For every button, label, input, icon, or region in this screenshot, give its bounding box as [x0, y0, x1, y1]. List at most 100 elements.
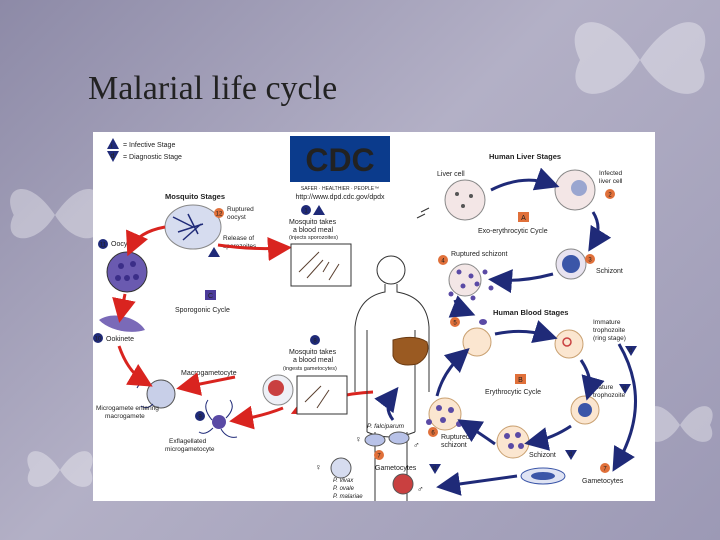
life-cycle-diagram: i = Infective Stage d = Diagnostic Stage…	[93, 132, 655, 501]
svg-text:d: d	[569, 452, 572, 458]
butterfly-icon	[27, 451, 93, 487]
svg-text:(injects sporozoites): (injects sporozoites)	[289, 235, 338, 241]
svg-text:Exflagellated: Exflagellated	[169, 438, 207, 445]
svg-text:P. ovale: P. ovale	[333, 486, 355, 492]
svg-text:10: 10	[95, 337, 102, 343]
svg-text:SAFER · HEALTHIER · PEOPLE™: SAFER · HEALTHIER · PEOPLE™	[301, 186, 379, 192]
erythro-arrows	[374, 320, 637, 496]
cdc-logo: CDC SAFER · HEALTHIER · PEOPLE™ http://w…	[290, 136, 390, 201]
oocyst: 11 Oocyst	[98, 239, 148, 293]
liver-schizont: 3 Schizont	[555, 248, 623, 280]
sporogonic-cycle-label: Sporogonic Cycle	[175, 307, 230, 314]
liver-stages-title: Human Liver Stages	[489, 152, 561, 161]
svg-text:1: 1	[304, 209, 308, 215]
butterfly-icon	[574, 22, 706, 94]
svg-text:Mature: Mature	[593, 384, 614, 391]
svg-text:d: d	[111, 153, 115, 160]
svg-text:4: 4	[441, 259, 445, 265]
svg-text:9: 9	[198, 415, 202, 421]
svg-text:12: 12	[216, 212, 223, 218]
svg-text:Microgamete entering: Microgamete entering	[96, 405, 159, 412]
svg-text:i: i	[111, 143, 113, 150]
svg-text:P. vivax: P. vivax	[333, 478, 354, 484]
svg-text:(ingests gametocytes): (ingests gametocytes)	[283, 366, 337, 372]
gametocytes-blood: 7 Gametocytes	[520, 463, 624, 485]
svg-text:Mosquito takes: Mosquito takes	[289, 349, 337, 356]
legend-diagnostic: = Diagnostic Stage	[123, 154, 182, 161]
svg-text:schizont: schizont	[441, 442, 467, 449]
blood-meal-inject: 1 Mosquito takes a blood meal (injects s…	[289, 205, 352, 287]
gametocytes-species: P. falciparum ♀ ♂ 7 Gametocytes d ♀ ♂ P.…	[315, 423, 441, 500]
svg-text:macrogamete: macrogamete	[105, 413, 145, 420]
svg-text:d: d	[433, 466, 436, 472]
svg-text:2: 2	[608, 193, 612, 199]
svg-text:Release of: Release of	[223, 235, 254, 242]
svg-text:trophozoite: trophozoite	[593, 327, 626, 334]
svg-text:Gametocytes: Gametocytes	[375, 465, 417, 472]
svg-text:Immature: Immature	[593, 319, 621, 326]
infected-liver-cell: Infected liver cell 2	[554, 169, 623, 211]
svg-text:Gametocytes: Gametocytes	[582, 478, 624, 485]
svg-text:5: 5	[453, 321, 457, 327]
svg-text:Ruptured: Ruptured	[227, 206, 254, 213]
microgamete-entering: Microgamete entering macrogamete 9	[96, 379, 205, 421]
svg-text:Mosquito takes: Mosquito takes	[289, 219, 337, 226]
infective-marker-icon	[107, 138, 119, 149]
svg-text:11: 11	[100, 243, 107, 249]
svg-text:♀: ♀	[315, 462, 322, 472]
svg-text:Ruptured schizont: Ruptured schizont	[451, 251, 507, 258]
slide-title: Malarial life cycle	[88, 70, 338, 107]
exflagellated-microgametocyte: Exflagellated microgametocyte	[165, 399, 238, 453]
macrogametocyte: Macrogametocyte	[181, 370, 294, 406]
blood-meal-ingest: 8 Mosquito takes a blood meal (ingests g…	[283, 335, 348, 415]
svg-text:♂: ♂	[413, 440, 420, 450]
blood-schizont: Schizont d	[496, 425, 577, 460]
svg-text:8: 8	[313, 339, 317, 345]
svg-text:Macrogametocyte: Macrogametocyte	[181, 370, 237, 377]
svg-text:microgametocyte: microgametocyte	[165, 446, 215, 453]
svg-text:liver cell: liver cell	[599, 178, 623, 185]
svg-text:B: B	[518, 377, 523, 384]
svg-text:Schizont: Schizont	[596, 268, 623, 275]
ookinete: 10 Ookinete	[93, 315, 145, 343]
svg-text:CDC: CDC	[305, 142, 374, 178]
svg-text:a blood meal: a blood meal	[293, 357, 334, 364]
svg-text:P. falciparum: P. falciparum	[367, 423, 405, 430]
svg-text:♂: ♂	[417, 484, 424, 494]
svg-text:d: d	[629, 348, 632, 354]
liver-arrows	[448, 167, 612, 318]
butterfly-icon	[10, 188, 100, 239]
step-5-badge: 5	[450, 317, 492, 357]
svg-text:3: 3	[588, 258, 592, 264]
svg-text:C: C	[208, 293, 213, 300]
mature-trophozoite: Mature trophozoite d	[570, 384, 631, 425]
ruptured-schizont-liver: 4 Ruptured schizont	[438, 251, 507, 301]
svg-text:oocyst: oocyst	[227, 214, 246, 221]
immature-trophozoite: Immature trophozoite (ring stage) d	[554, 319, 637, 359]
cdc-url: http://www.dpd.cdc.gov/dpdx	[295, 194, 385, 201]
svg-text:6: 6	[431, 431, 435, 437]
erythro-cycle-label: Erythrocytic Cycle	[485, 389, 541, 396]
liver-cell-label: Liver cell	[437, 171, 465, 178]
legend-infective: = Infective Stage	[123, 142, 175, 149]
svg-text:a blood meal: a blood meal	[293, 227, 334, 234]
svg-text:Infected: Infected	[599, 170, 623, 177]
svg-text:(ring stage): (ring stage)	[593, 335, 626, 342]
svg-text:Oocyst: Oocyst	[111, 241, 133, 248]
svg-text:Ookinete: Ookinete	[106, 336, 134, 343]
svg-text:Schizont: Schizont	[529, 452, 556, 459]
liver-cell	[416, 179, 486, 221]
svg-text:d: d	[623, 386, 626, 392]
mosquito-stages-title: Mosquito Stages	[165, 192, 225, 201]
svg-text:♀: ♀	[355, 434, 362, 444]
svg-text:Ruptured: Ruptured	[441, 434, 470, 441]
blood-stages-title: Human Blood Stages	[493, 308, 568, 317]
svg-text:P. malariae: P. malariae	[333, 494, 363, 500]
svg-text:7: 7	[377, 454, 381, 460]
svg-text:7: 7	[603, 467, 607, 473]
svg-text:trophozoite: trophozoite	[593, 392, 626, 399]
ruptured-schizont-blood: 6 Ruptured schizont	[426, 397, 470, 449]
svg-text:A: A	[521, 215, 526, 222]
butterfly-icon	[647, 406, 713, 442]
diagnostic-marker-icon	[107, 151, 119, 162]
